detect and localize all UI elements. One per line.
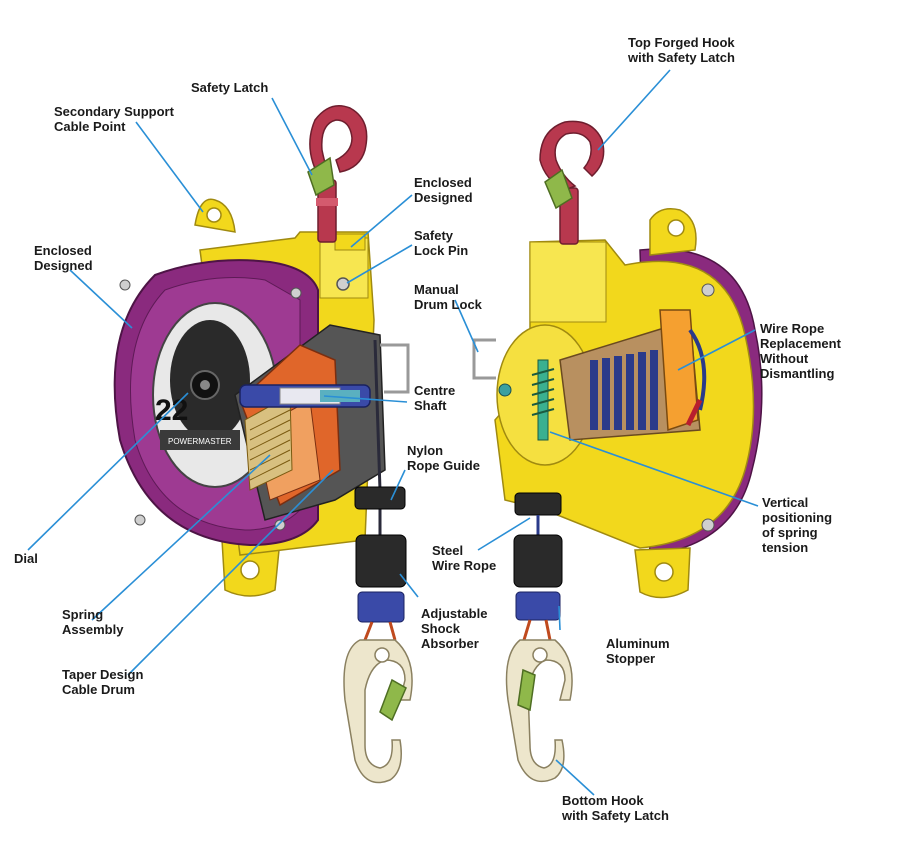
- safety-lock-pin: [336, 277, 350, 291]
- right-top-lug: [649, 208, 697, 256]
- label-dial: Dial: [14, 551, 38, 566]
- label-enclosed-designed-top: Enclosed Designed: [414, 175, 473, 205]
- nylon-rope-guide: [354, 486, 406, 510]
- label-vertical-positioning: Vertical positioning of spring tension: [762, 495, 833, 555]
- label-nylon-rope-guide: Nylon Rope Guide: [407, 443, 480, 473]
- left-stopper: [357, 591, 405, 623]
- label-aluminum-stopper: Aluminum Stopper: [606, 636, 670, 666]
- label-secondary-support: Secondary Support Cable Point: [54, 104, 174, 134]
- left-drum-lock: [380, 343, 410, 394]
- left-balancer: 22 POWERMASTER: [113, 105, 413, 784]
- left-top-hook: [307, 105, 368, 243]
- label-spring-assembly: Spring Assembly: [62, 607, 124, 637]
- left-bottom-hook: [343, 639, 413, 784]
- secondary-support-lug: [194, 198, 236, 233]
- label-top-forged-hook: Top Forged Hook with Safety Latch: [628, 35, 735, 65]
- label-adjustable-shock-absorber: Adjustable Shock Absorber: [421, 606, 488, 651]
- left-safety-latch: [307, 156, 335, 197]
- left-bottom-lug: [221, 539, 281, 597]
- leader-lines: [27, 69, 759, 796]
- label-bottom-hook: Bottom Hook with Safety Latch: [562, 793, 669, 823]
- dial-number: 22: [155, 394, 188, 427]
- right-top-hook: [539, 120, 605, 245]
- shock-absorber: [355, 534, 407, 588]
- right-rope-assembly: [505, 492, 573, 783]
- label-enclosed-designed-left: Enclosed Designed: [34, 243, 93, 273]
- label-manual-drum-lock: Manual Drum Lock: [414, 282, 482, 312]
- right-bottom-lug: [634, 547, 691, 599]
- label-safety-lock-pin: Safety Lock Pin: [414, 228, 469, 258]
- aluminum-stopper: [515, 591, 561, 621]
- label-wire-rope-replacement: Wire Rope Replacement Without Dismantlin…: [760, 321, 841, 381]
- right-balancer: [472, 120, 763, 783]
- label-steel-wire-rope: Steel Wire Rope: [432, 543, 497, 573]
- label-centre-shaft: Centre Shaft: [414, 383, 456, 413]
- label-taper-design: Taper Design Cable Drum: [62, 667, 144, 697]
- wire-rope-coils: [590, 350, 658, 430]
- left-rope-assembly: [343, 339, 413, 784]
- manual-drum-lock: [472, 338, 496, 380]
- dial-brand: POWERMASTER: [168, 437, 232, 446]
- label-safety-latch: Safety Latch: [191, 80, 269, 95]
